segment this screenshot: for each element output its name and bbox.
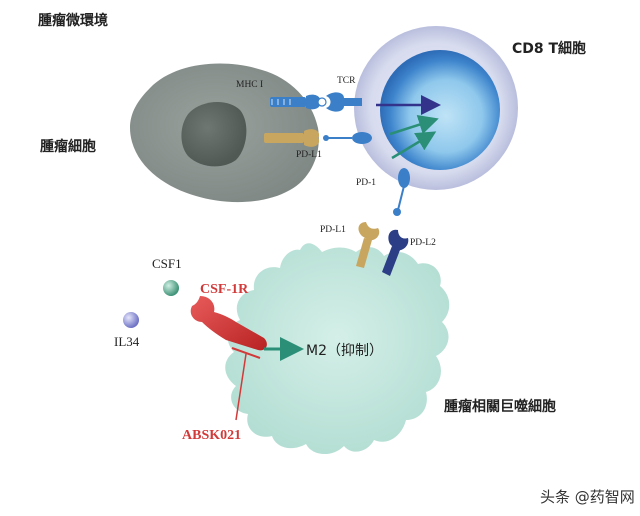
inhibitor-line (235, 353, 247, 421)
label-pdl2: PD-L2 (410, 238, 436, 248)
t-cell-activation-arrow-2 (391, 131, 437, 160)
macrophage (225, 243, 450, 455)
csf1r-receptor (190, 296, 267, 351)
t-cell-activation-arrow-1 (389, 115, 439, 136)
tcr-receptor (326, 92, 362, 112)
watermark: 头条 @药智网 (540, 488, 635, 506)
label-csf1r: CSF-1R (200, 282, 249, 297)
label-il34: IL34 (114, 334, 140, 349)
label-pd1: PD-1 (356, 178, 377, 188)
pd1-anchor-bottom (398, 168, 410, 188)
pdl1-macrophage-receptor (356, 222, 380, 268)
cd8-t-cell-nucleus (380, 50, 500, 170)
pd1-head-top (323, 135, 329, 141)
label-tcr: TCR (337, 76, 356, 86)
label-tumor-cell: 腫瘤細胞 (40, 139, 96, 155)
pd1-stalk-bottom (397, 185, 405, 211)
label-tumor-microenvironment: 腫瘤微環境 (38, 13, 108, 29)
label-csf1: CSF1 (152, 256, 182, 271)
csf1-ligand (163, 280, 179, 296)
tumor-nucleus (181, 101, 247, 167)
label-pdl1-tumor: PD-L1 (296, 150, 322, 160)
label-pdl1-macrophage: PD-L1 (320, 225, 346, 235)
antigen (317, 97, 327, 107)
inhibitor-bar (231, 347, 261, 359)
label-mhc1: MHC I (236, 80, 264, 90)
pd1-anchor-top (352, 132, 372, 144)
pd1-head-bottom (393, 208, 401, 216)
label-cd8-t-cell: CD8 T細胞 (512, 41, 587, 57)
label-m2: M2（抑制） (306, 343, 383, 359)
label-tumor-associated-macrophage: 腫瘤相關巨噬細胞 (444, 399, 556, 415)
pdl2-receptor (382, 229, 409, 276)
pdl1-tumor-receptor (264, 129, 320, 147)
mhc1-receptor (270, 94, 321, 110)
il34-ligand (123, 312, 139, 328)
label-absk021: ABSK021 (182, 428, 242, 443)
